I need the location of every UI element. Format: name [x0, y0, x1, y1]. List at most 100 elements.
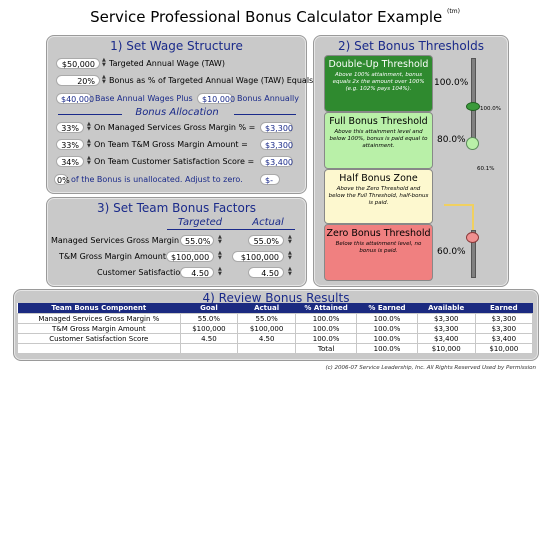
factor-ms-actual-stepper[interactable]: ▲▼: [288, 234, 292, 245]
full-bonus-threshold-desc: Above this attainment level and below 10…: [329, 129, 428, 149]
double-up-threshold-desc: Above 100% attainment, bonus equals 2x t…: [332, 72, 425, 92]
double-up-slider-track[interactable]: [471, 58, 476, 140]
double-up-threshold-title: Double-Up Threshold: [328, 59, 429, 70]
bonus-annual-value: $10,000: [197, 93, 235, 104]
col-header-goal: Goal: [180, 303, 238, 314]
cell-total-earned: $10,000: [474, 343, 534, 354]
team-factors-title: 3) Set Team Bonus Factors: [96, 201, 257, 215]
factor-ms-actual-input[interactable]: 55.0%: [248, 235, 284, 246]
taw-input[interactable]: $50,000: [56, 58, 100, 69]
wage-structure-panel: 1) Set Wage Structure $50,000 ▲▼ Targete…: [46, 35, 316, 194]
unallocated-amount: $-: [260, 174, 280, 185]
totals-row: Total 100.0% $10,000 $10,000: [17, 343, 534, 354]
cell-available: $3,300: [416, 313, 476, 324]
factor-cs-targeted-stepper[interactable]: ▲▼: [218, 266, 222, 277]
cell-component: Managed Services Gross Margin %: [17, 313, 181, 324]
col-header-available: Available: [417, 303, 476, 314]
cell-available: $3,400: [416, 333, 476, 344]
double-up-pct: 100.0%: [434, 78, 469, 88]
full-bonus-threshold-title: Full Bonus Threshold: [329, 116, 428, 127]
factor-tm-actual-stepper[interactable]: ▲▼: [288, 250, 292, 261]
half-bonus-zone-box: Half Bonus Zone Above the Zero Threshold…: [324, 169, 433, 224]
review-results-title: 4) Review Bonus Results: [202, 291, 350, 305]
cell-component: T&M Gross Margin Amount: [17, 323, 181, 334]
full-bonus-pct: 80.0%: [437, 135, 466, 145]
unallocated-label: of the Bonus is unallocated. Adjust to z…: [71, 175, 243, 184]
factor-tm-targeted-stepper[interactable]: ▲▼: [218, 250, 222, 261]
cell-actual: [237, 343, 296, 354]
alloc-cs-stepper[interactable]: ▲▼: [87, 155, 91, 166]
actual-heading: Actual: [252, 217, 284, 228]
cell-earned: $3,400: [474, 333, 534, 344]
double-up-threshold-box: Double-Up Threshold Above 100% attainmen…: [324, 55, 433, 112]
alloc-cs-pct-input[interactable]: 34%: [56, 156, 84, 167]
factor-cs-actual-stepper[interactable]: ▲▼: [288, 266, 292, 277]
bonus-thresholds-panel: 2) Set Bonus Thresholds Double-Up Thresh…: [313, 35, 509, 287]
bonus-pct-input[interactable]: 20%: [56, 75, 100, 86]
cell-earned-pct: 100.0%: [356, 333, 418, 344]
factor-tm-actual-input[interactable]: $100,000: [232, 251, 284, 262]
trademark-mark: (tm): [447, 8, 460, 15]
cell-available: $3,300: [416, 323, 476, 334]
col-header-actual: Actual: [237, 303, 296, 314]
cell-goal: $100,000: [179, 323, 239, 334]
bonus-pct-label: Bonus as % of Targeted Annual Wage (TAW)…: [109, 76, 316, 85]
wage-structure-title: 1) Set Wage Structure: [110, 39, 243, 53]
alloc-ms-pct-input[interactable]: 33%: [56, 122, 84, 133]
taw-stepper[interactable]: ▲▼: [102, 57, 106, 68]
bonus-pct-stepper[interactable]: ▲▼: [102, 74, 106, 85]
cell-total-label: Total: [294, 343, 358, 354]
cell-component: Customer Satisfaction Score: [17, 333, 181, 344]
taw-label: Targeted Annual Wage (TAW): [109, 59, 225, 68]
alloc-divider-right: [234, 114, 296, 115]
factor-cs-targeted-input[interactable]: 4.50: [180, 267, 214, 278]
cell-total-earned-pct: 100.0%: [356, 343, 418, 354]
cell-total-available: $10,000: [416, 343, 476, 354]
cell-goal: [179, 343, 239, 354]
cell-goal: 4.50: [179, 333, 239, 344]
cell-component: [17, 343, 181, 354]
cell-actual: $100,000: [237, 323, 296, 334]
alloc-ms-label: On Managed Services Gross Margin % =: [94, 123, 256, 132]
cell-earned-pct: 100.0%: [356, 313, 418, 324]
factor-ms-targeted-input[interactable]: 55.0%: [180, 235, 214, 246]
bonus-annual-label: Bonus Annually: [237, 94, 299, 103]
double-up-slider-value: 100.0%: [480, 106, 501, 112]
alloc-cs-label: On Team Customer Satisfaction Score =: [94, 157, 255, 166]
cell-goal: 55.0%: [179, 313, 239, 324]
alloc-ms-stepper[interactable]: ▲▼: [87, 121, 91, 132]
zero-bonus-threshold-box: Zero Bonus Threshold Below this attainme…: [324, 224, 433, 281]
cell-actual: 55.0%: [237, 313, 296, 324]
bonus-allocation-heading: Bonus Allocation: [135, 107, 219, 118]
zero-bonus-slider-handle[interactable]: [466, 232, 479, 243]
cell-attained: 100.0%: [294, 333, 358, 344]
alloc-ms-amount: $3,300: [260, 122, 293, 133]
double-up-slider-handle[interactable]: [466, 102, 480, 111]
half-zone-slider-value: 60.1%: [477, 166, 495, 172]
half-bonus-zone-title: Half Bonus Zone: [339, 173, 418, 184]
factor-ms-targeted-stepper[interactable]: ▲▼: [218, 234, 222, 245]
page-title-text: Service Professional Bonus Calculator Ex…: [90, 8, 443, 26]
half-zone-bracket: [444, 204, 474, 210]
base-wage-label: Base Annual Wages Plus: [95, 94, 193, 103]
team-factors-panel: 3) Set Team Bonus Factors Targeted Actua…: [46, 197, 307, 287]
table-row: Managed Services Gross Margin % 55.0% 55…: [17, 313, 534, 324]
alloc-tm-pct-input[interactable]: 33%: [56, 139, 84, 150]
factor-cs-actual-input[interactable]: 4.50: [248, 267, 284, 278]
half-zone-bracket-line: [472, 204, 474, 230]
copyright-footer: (c) 2006-07 Service Leadership, Inc. All…: [325, 365, 536, 371]
full-bonus-threshold-box: Full Bonus Threshold Above this attainme…: [324, 112, 433, 169]
page-title: Service Professional Bonus Calculator Ex…: [0, 8, 550, 26]
full-bonus-slider-handle[interactable]: [466, 137, 479, 150]
alloc-tm-label: On Team T&M Gross Margin Amount =: [94, 140, 248, 149]
col-header-attained: % Attained: [295, 303, 357, 314]
zero-bonus-slider-track[interactable]: [471, 230, 476, 278]
zero-bonus-threshold-title: Zero Bonus Threshold: [326, 228, 431, 239]
factor-cs-label: Customer Satisfaction Score: [97, 268, 211, 277]
factor-tm-targeted-input[interactable]: $100,000: [166, 251, 214, 262]
alloc-tm-amount: $3,300: [260, 139, 293, 150]
alloc-tm-stepper[interactable]: ▲▼: [87, 138, 91, 149]
factor-ms-label: Managed Services Gross Margin: [51, 236, 180, 245]
bonus-thresholds-title: 2) Set Bonus Thresholds: [338, 39, 484, 53]
col-header-component: Team Bonus Component: [17, 303, 181, 314]
